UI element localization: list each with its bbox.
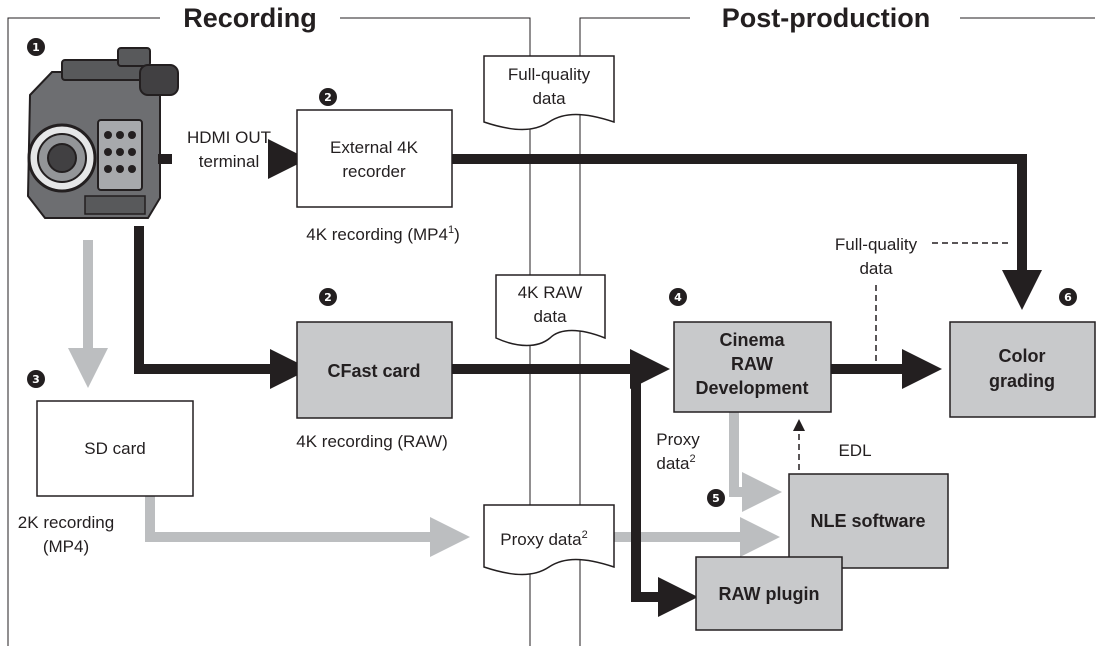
svg-text:Full-quality: Full-quality [835, 235, 918, 254]
section-frames [7, 17, 1095, 646]
svg-text:Development: Development [695, 378, 808, 398]
arrow-camera-to-cfast [134, 226, 310, 389]
step-number-5: 5 [707, 489, 725, 507]
box-raw-plugin: RAW plugin [695, 556, 843, 631]
label-edl: EDL [838, 441, 871, 460]
svg-text:RAW: RAW [731, 354, 773, 374]
svg-text:5: 5 [712, 492, 720, 505]
svg-text:4K RAW: 4K RAW [518, 283, 583, 302]
arrow-cinema-to-nle [729, 412, 782, 512]
step-number-1: 1 [27, 38, 45, 56]
svg-text:CFast card: CFast card [327, 361, 420, 381]
svg-text:recorder: recorder [342, 162, 406, 181]
section-title-recording: Recording [183, 3, 317, 33]
svg-text:Proxy data2: Proxy data2 [500, 529, 587, 549]
camera-icon [26, 47, 179, 219]
label-2k-recording: 2K recording (MP4) [18, 513, 114, 556]
label-4k-recording-mp4: 4K recording (MP41) [306, 224, 460, 244]
svg-text:4: 4 [674, 291, 682, 304]
label-hdmi-out: HDMI OUT terminal [187, 128, 271, 171]
svg-text:6: 6 [1064, 291, 1072, 304]
box-color-grading: Color grading [949, 321, 1096, 418]
svg-text:Proxy: Proxy [656, 430, 700, 449]
svg-text:Full-quality: Full-quality [508, 65, 591, 84]
label-full-quality-note: Full-quality data [835, 235, 918, 278]
section-title-post-production: Post-production [722, 3, 930, 33]
svg-text:terminal: terminal [199, 152, 259, 171]
svg-text:grading: grading [989, 371, 1055, 391]
svg-text:Color: Color [999, 346, 1046, 366]
doc-proxy-data: Proxy data2 [483, 504, 615, 576]
svg-text:data: data [533, 307, 567, 326]
svg-text:Cinema: Cinema [719, 330, 785, 350]
step-number-4: 4 [669, 288, 687, 306]
svg-text:2: 2 [324, 291, 332, 304]
box-sd-card: SD card [36, 400, 194, 497]
svg-text:data2: data2 [656, 453, 695, 473]
svg-text:data: data [859, 259, 893, 278]
box-cinema-raw-development: Cinema RAW Development [673, 321, 832, 413]
arrow-recorder-to-grading [452, 154, 1042, 310]
doc-4k-raw-data: 4K RAW data [495, 274, 606, 347]
label-proxy-note: Proxy data2 [656, 430, 700, 473]
dashed-lines [793, 242, 1012, 470]
black-arrows [134, 139, 1042, 617]
doc-full-quality-data: Full-quality data [483, 55, 615, 131]
svg-text:HDMI OUT: HDMI OUT [187, 128, 271, 147]
svg-text:(MP4): (MP4) [43, 537, 89, 556]
label-4k-recording-raw: 4K recording (RAW) [296, 432, 447, 451]
svg-text:2K recording: 2K recording [18, 513, 114, 532]
box-external-recorder: External 4K recorder [296, 109, 453, 208]
svg-text:NLE software: NLE software [810, 511, 925, 531]
svg-text:3: 3 [32, 373, 40, 386]
box-cfast-card: CFast card [296, 321, 453, 419]
step-number-3: 3 [27, 370, 45, 388]
svg-text:External 4K: External 4K [330, 138, 419, 157]
svg-text:1: 1 [32, 41, 40, 54]
box-nle-software: NLE software [788, 473, 949, 569]
step-number-6: 6 [1059, 288, 1077, 306]
gray-arrows [68, 240, 782, 557]
svg-text:2: 2 [324, 91, 332, 104]
arrow-sd-to-proxy [145, 495, 470, 557]
step-number-2a: 2 [319, 88, 337, 106]
svg-text:SD card: SD card [84, 439, 145, 458]
arrow-to-raw-plugin [631, 369, 698, 617]
svg-text:RAW plugin: RAW plugin [719, 584, 820, 604]
step-number-2b: 2 [319, 288, 337, 306]
svg-text:data: data [532, 89, 566, 108]
